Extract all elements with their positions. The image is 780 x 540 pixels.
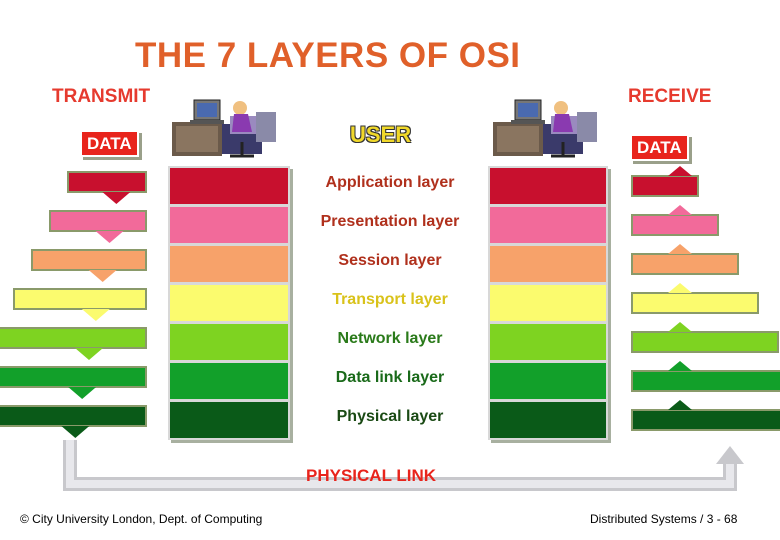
- down-arrow-icon: [50, 211, 146, 243]
- up-arrow-icon: [632, 166, 698, 196]
- physical-link-label: PHYSICAL LINK: [306, 466, 436, 486]
- up-arrow-icon: [632, 205, 718, 235]
- down-arrow-icon: [68, 172, 146, 204]
- down-arrow-icon: [0, 328, 146, 360]
- down-arrow-icon: [14, 289, 146, 321]
- down-arrow-icon: [0, 367, 146, 399]
- down-arrow-icon: [32, 250, 146, 282]
- footer-slide-number: Distributed Systems / 3 - 68: [590, 512, 737, 526]
- up-arrow-icon: [632, 400, 780, 430]
- up-arrow-icon: [632, 322, 778, 352]
- up-arrow-icon: [632, 244, 738, 274]
- down-arrow-icon: [0, 406, 146, 438]
- up-arrow-icon: [632, 361, 780, 391]
- footer-copyright: © City University London, Dept. of Compu…: [20, 512, 262, 526]
- up-arrow-icon: [632, 283, 758, 313]
